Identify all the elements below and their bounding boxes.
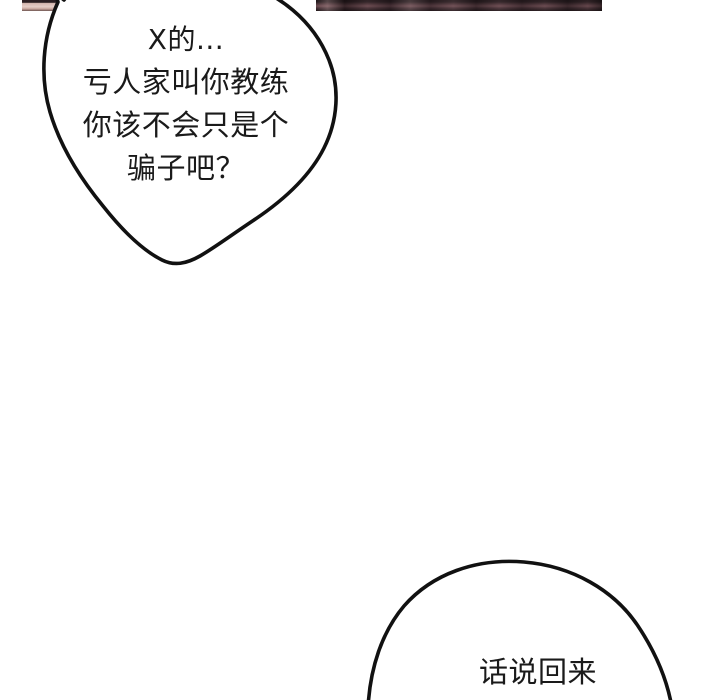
bubble-top-line-4: 骗子吧？ <box>126 151 245 185</box>
bubble-bottom-text-block: 话说回来 <box>400 652 676 692</box>
panel-sliver-right <box>316 0 602 11</box>
bubble-outline-bottom <box>366 559 673 700</box>
panel-sliver-left <box>22 0 69 11</box>
speech-bubble-bottom-right <box>366 559 673 700</box>
speech-bubble-top-left <box>42 0 338 266</box>
bubble-top-line-1: X的... <box>147 23 225 56</box>
bubble-top-line-2: 亏人家叫你教练 <box>82 65 290 99</box>
bubble-bottom-line-1: 话说回来 <box>478 655 597 689</box>
bubble-top-line-3: 你该不会只是个 <box>82 108 290 142</box>
bubble-outline-top <box>42 0 338 266</box>
bubble-top-text-block: X的... 亏人家叫你教练 你该不会只是个 骗子吧？ <box>40 18 332 190</box>
